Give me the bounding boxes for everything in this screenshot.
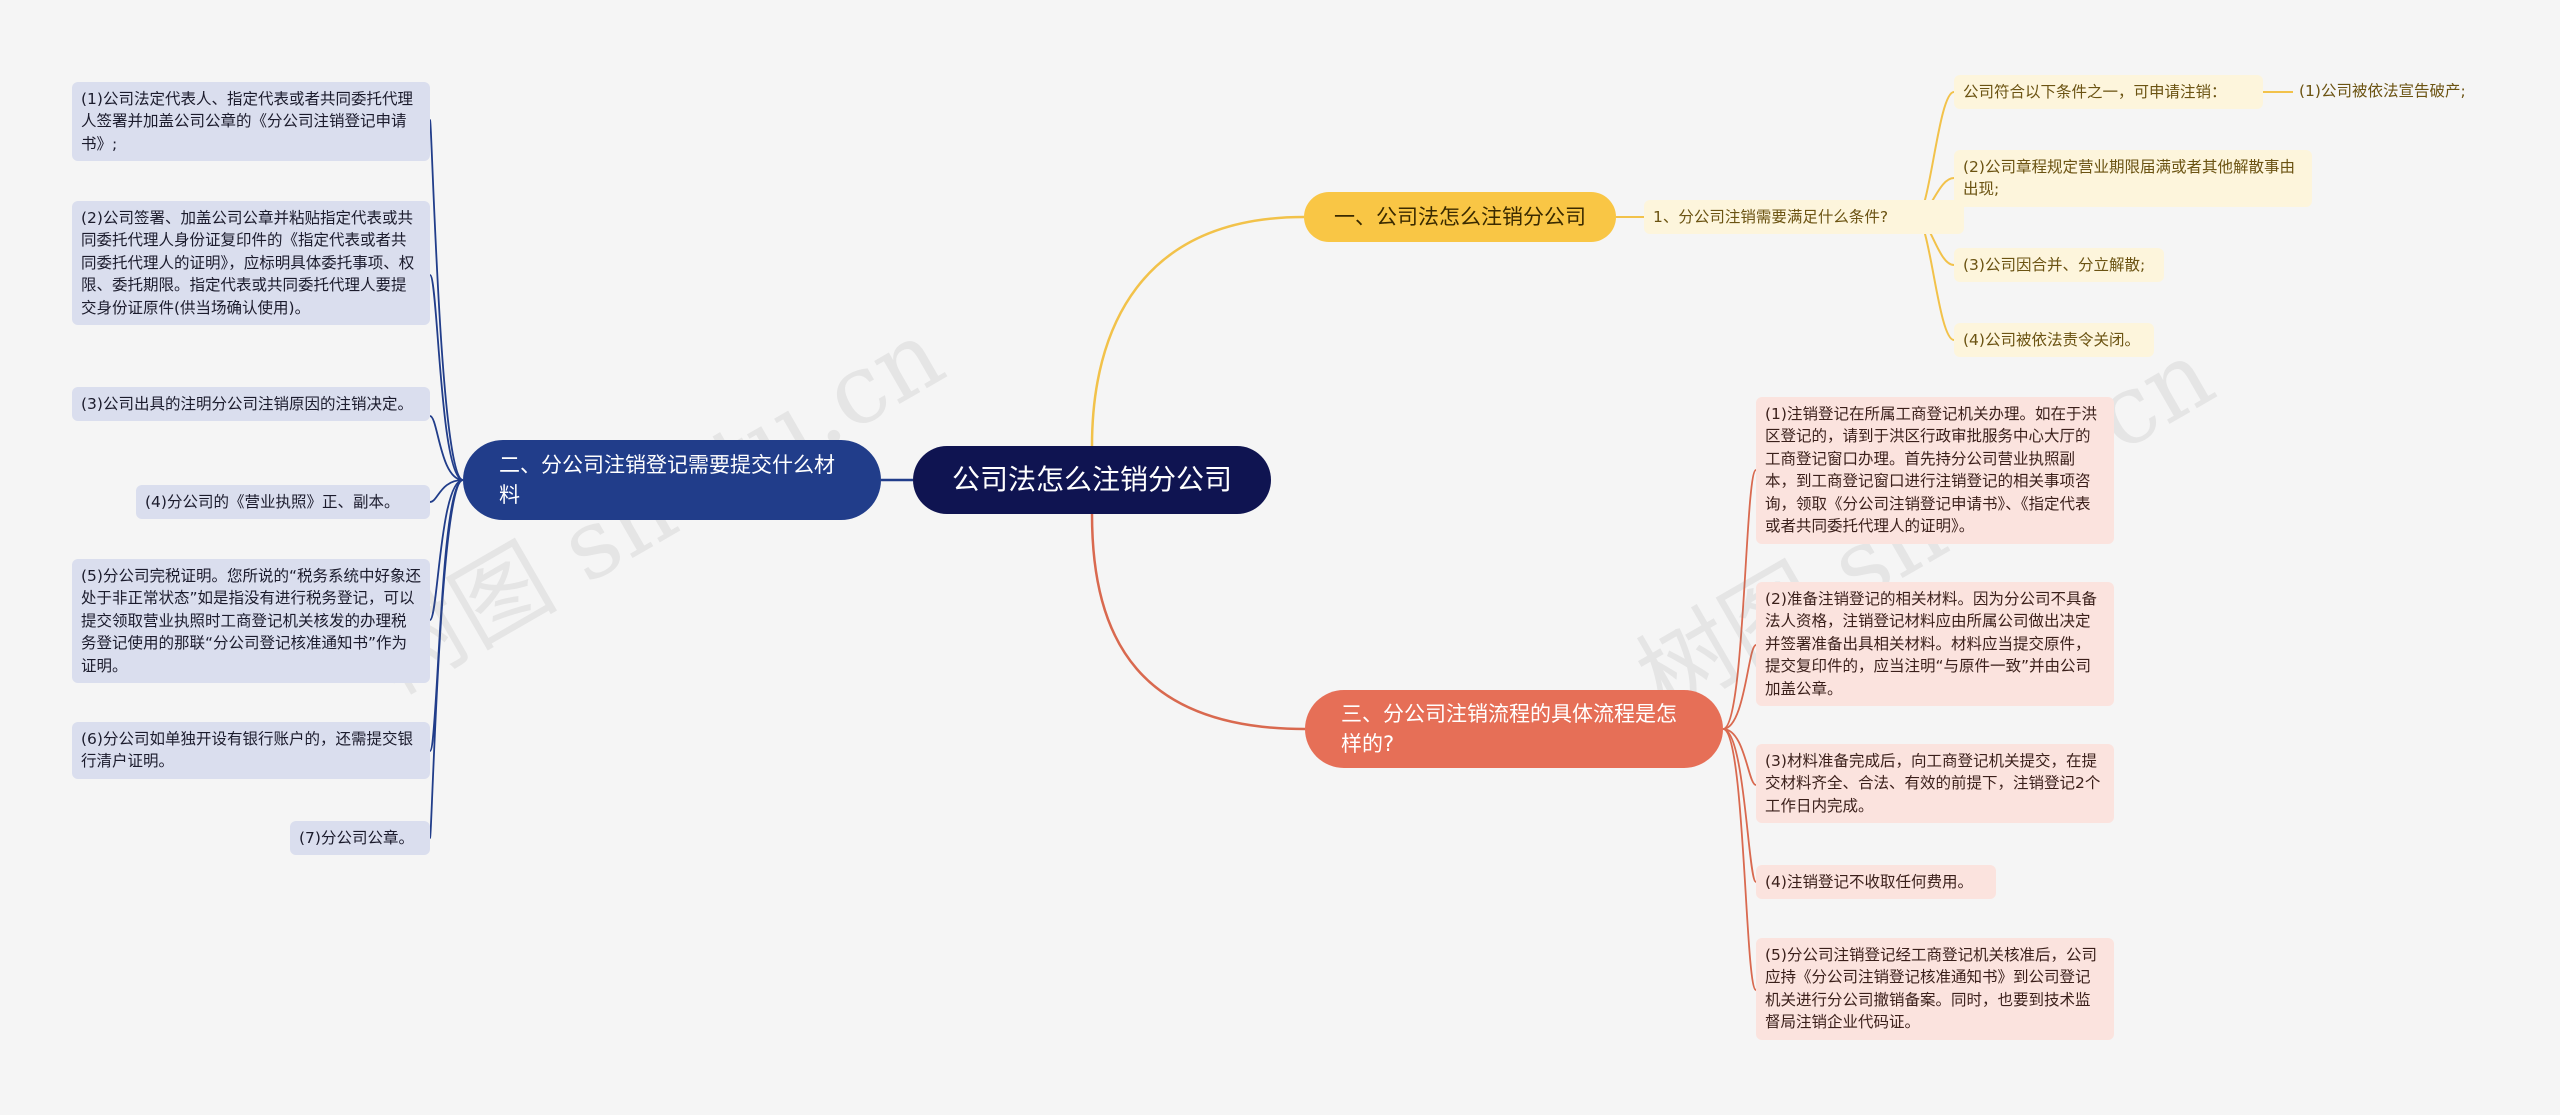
link-b2-item3	[429, 415, 464, 481]
material-item-4[interactable]: (4)分公司的《营业执照》正、副本。	[136, 485, 430, 520]
condition-item-2[interactable]: (2)公司章程规定营业期限届满或者其他解散事由出现;	[1954, 150, 2312, 207]
root-node[interactable]: 公司法怎么注销分公司	[913, 446, 1271, 514]
link-b3-item5	[1722, 728, 1757, 991]
link-b2-item7	[429, 479, 464, 839]
material-item-6[interactable]: (6)分公司如单独开设有银行账户的，还需提交银行清户证明。	[72, 722, 430, 779]
link-b3-item4	[1722, 728, 1757, 883]
branch-node-cancel-process[interactable]: 三、分公司注销流程的具体流程是怎样的?	[1305, 690, 1723, 768]
material-item-5[interactable]: (5)分公司完税证明。您所说的“税务系统中好象还处于非正常状态”如是指没有进行税…	[72, 559, 430, 684]
process-step-1[interactable]: (1)注销登记在所属工商登记机关办理。如在于洪区登记的，请到于洪区行政审批服务中…	[1756, 397, 2114, 544]
link-b3-item3	[1722, 728, 1757, 786]
question-label: 1、分公司注销需要满足什么条件?	[1653, 207, 1889, 226]
process-step-2[interactable]: (2)准备注销登记的相关材料。因为分公司不具备法人资格，注销登记材料应由所属公司…	[1756, 582, 2114, 707]
material-item-1[interactable]: (1)公司法定代表人、指定代表或者共同委托代理人签署并加盖公司公章的《分公司注销…	[72, 82, 430, 162]
link-b3-item2	[1722, 644, 1757, 730]
link-b2-item1	[429, 119, 464, 481]
branch-node-how-to-cancel[interactable]: 一、公司法怎么注销分公司	[1304, 192, 1616, 242]
link-b2-item4	[429, 479, 464, 503]
link-root-branch3	[1090, 513, 1306, 731]
question-node-conditions[interactable]: 1、分公司注销需要满足什么条件?	[1644, 200, 1964, 234]
link-root-branch1	[1090, 215, 1305, 447]
process-step-5[interactable]: (5)分公司注销登记经工商登记机关核准后，公司应持《分公司注销登记核准通知书》到…	[1756, 938, 2114, 1040]
branch-label: 三、分公司注销流程的具体流程是怎样的?	[1341, 701, 1677, 756]
material-item-3[interactable]: (3)公司出具的注明分公司注销原因的注销决定。	[72, 387, 430, 422]
material-item-2[interactable]: (2)公司签署、加盖公司公章并粘贴指定代表或共同委托代理人身份证复印件的《指定代…	[72, 201, 430, 326]
process-step-3[interactable]: (3)材料准备完成后，向工商登记机关提交，在提交材料齐全、合法、有效的前提下，注…	[1756, 744, 2114, 824]
material-item-7[interactable]: (7)分公司公章。	[290, 821, 430, 856]
branch-label: 二、分公司注销登记需要提交什么材料	[499, 452, 835, 507]
branch-node-required-materials[interactable]: 二、分公司注销登记需要提交什么材料	[463, 440, 881, 520]
condition-item-3[interactable]: (3)公司因合并、分立解散;	[1954, 248, 2164, 283]
link-b2-item2	[429, 274, 464, 481]
link-question-cond1	[1915, 91, 1955, 218]
condition-item-1[interactable]: (1)公司被依法宣告破产;	[2299, 82, 2466, 100]
condition-intro-node[interactable]: 公司符合以下条件之一，可申请注销：	[1954, 75, 2263, 110]
condition-item-4[interactable]: (4)公司被依法责令关闭。	[1954, 323, 2154, 358]
link-question-cond4	[1915, 216, 1955, 341]
process-step-4[interactable]: (4)注销登记不收取任何费用。	[1756, 865, 1996, 900]
link-b2-item5	[429, 479, 464, 621]
link-b3-item1	[1722, 469, 1757, 730]
